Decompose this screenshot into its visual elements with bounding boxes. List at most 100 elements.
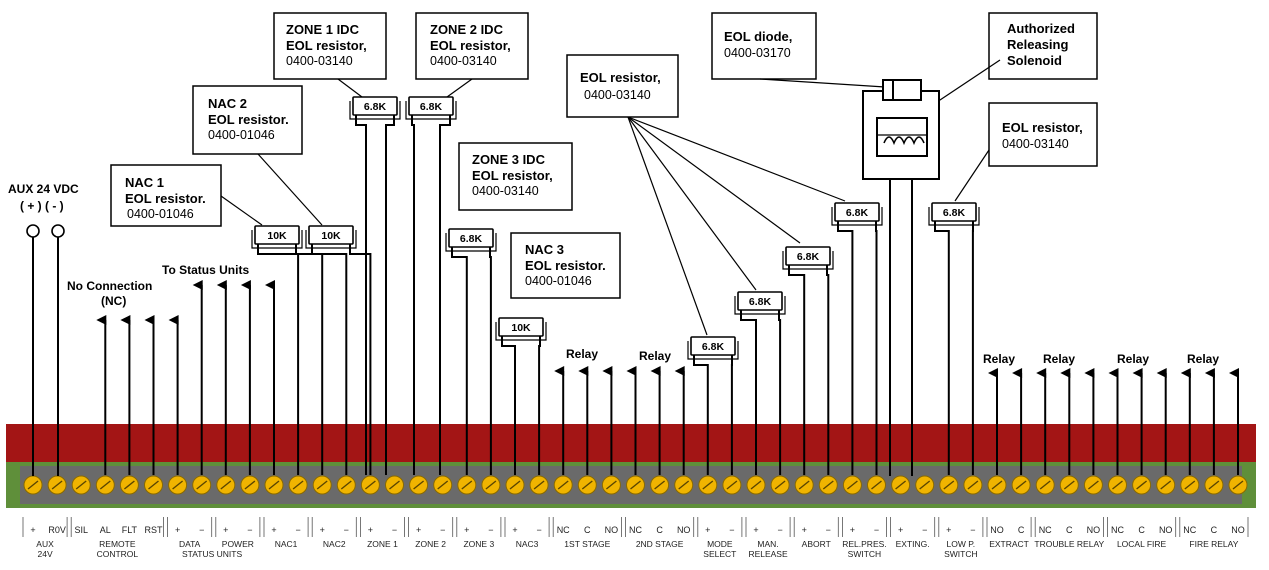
relay-label: Relay	[1043, 352, 1075, 366]
terminal-sign: +	[320, 525, 325, 535]
terminal-group-name: 24V	[37, 549, 52, 559]
terminal-group-name: MODE	[707, 539, 733, 549]
terminal-group-label: +−LOW P.SWITCH	[938, 517, 984, 559]
terminal-group-label: +−ZONE 1	[360, 517, 405, 549]
terminal-group-name: MAN.	[757, 539, 778, 549]
terminal-group-name: EXTRACT	[989, 539, 1029, 549]
terminal-sign: C	[1018, 525, 1025, 535]
resistor-nac1: 10K	[251, 225, 324, 475]
terminal-group-name: LOCAL FIRE	[1117, 539, 1167, 549]
relay-label: Relay	[566, 347, 598, 361]
svg-text:0400-03170: 0400-03170	[724, 46, 791, 60]
terminal-sign: −	[970, 525, 975, 535]
terminal-group-name: REL.PRES.	[842, 539, 886, 549]
terminal-sign: C	[1138, 525, 1145, 535]
terminal-screw	[1035, 475, 1055, 495]
svg-text:EOL resistor.: EOL resistor.	[525, 258, 606, 273]
terminal-screw	[505, 475, 525, 495]
resistor-value: 10K	[321, 230, 341, 242]
relay-label: Relay	[1187, 352, 1219, 366]
terminal-sign: −	[247, 525, 252, 535]
status-units-label: STATUS UNITS	[182, 549, 242, 559]
terminal-screw	[915, 475, 935, 495]
resistor-relpres: 6.8K	[831, 202, 883, 475]
terminal-screw	[601, 475, 621, 495]
relay-label: Relay	[639, 349, 671, 363]
terminal-sign: C	[656, 525, 663, 535]
svg-text:NAC 2: NAC 2	[208, 96, 247, 111]
resistor-zone1: 6.8K	[349, 96, 401, 475]
terminal-group-name: SWITCH	[944, 549, 978, 559]
callout-solenoid: Authorized Releasing Solenoid	[988, 12, 1098, 80]
svg-text:EOL resistor.: EOL resistor.	[125, 191, 206, 206]
terminal-group-label: +−EXTING.	[890, 517, 936, 549]
terminal-group-label: +−POWER	[215, 517, 261, 549]
terminal-sign: −	[536, 525, 541, 535]
terminal-group-name: ZONE 2	[415, 539, 446, 549]
terminal-screw	[240, 475, 260, 495]
terminal-screw	[529, 475, 549, 495]
terminal-sign: NO	[990, 525, 1004, 535]
terminal-screw	[770, 475, 790, 495]
terminal-screw	[95, 475, 115, 495]
resistor-value: 6.8K	[846, 207, 869, 219]
aux-terminals: AUX 24 VDC ( + ) ( - )	[8, 182, 79, 476]
terminal-screw	[650, 475, 670, 495]
terminal-group-name: SELECT	[703, 549, 736, 559]
resistor-man: 6.8K	[734, 291, 786, 475]
terminal-sign: NO	[1231, 525, 1245, 535]
terminal-sign: +	[512, 525, 517, 535]
terminal-screw	[577, 475, 597, 495]
terminal-group-label: +−ABORT	[793, 517, 839, 549]
terminal-screw	[264, 475, 284, 495]
terminal-sign: R0V	[48, 525, 66, 535]
no-connection-label: No Connection	[67, 279, 152, 293]
svg-text:0400-03140: 0400-03140	[430, 54, 497, 68]
terminal-sign: −	[392, 525, 397, 535]
aux-minus-post	[51, 224, 65, 238]
terminal-group-name: AUX	[36, 539, 54, 549]
terminal-sign: −	[874, 525, 879, 535]
terminal-screw	[963, 475, 983, 495]
terminal-sign: NO	[605, 525, 619, 535]
solenoid-assembly	[862, 79, 940, 476]
relay-label: Relay	[983, 352, 1015, 366]
terminal-screw	[312, 475, 332, 495]
terminal-screw	[891, 475, 911, 495]
terminal-screw	[1108, 475, 1127, 495]
terminal-sign: NC	[1039, 525, 1052, 535]
terminal-sign: +	[175, 525, 180, 535]
terminal-screw	[288, 475, 308, 495]
callout-zone1: ZONE 1 IDC EOL resistor, 0400-03140	[273, 12, 387, 80]
resistor-zone3: 6.8K	[445, 228, 497, 475]
terminal-sign: RST	[145, 525, 164, 535]
terminal-screw	[119, 475, 139, 495]
terminal-screw	[1180, 475, 1200, 495]
svg-text:0400-01046: 0400-01046	[525, 274, 592, 288]
resistor-value: 6.8K	[797, 251, 820, 263]
terminal-sign: −	[199, 525, 204, 535]
wires	[96, 280, 1239, 475]
resistor-abort: 6.8K	[782, 246, 834, 475]
terminal-group-name: NAC1	[275, 539, 298, 549]
terminal-sign: +	[753, 525, 758, 535]
svg-text:0400-03140: 0400-03140	[472, 184, 539, 198]
terminal-group-label: +−NAC2	[311, 517, 357, 549]
terminal-group-name: NAC3	[516, 539, 539, 549]
terminal-group-name: EXTING.	[896, 539, 930, 549]
terminal-group-name: ZONE 3	[463, 539, 494, 549]
callout-nac1: NAC 1 EOL resistor. 0400-01046	[110, 164, 222, 227]
terminal-screw	[1204, 475, 1224, 495]
terminal-sign: NO	[677, 525, 691, 535]
terminal-sign: +	[223, 525, 228, 535]
terminal-sign: −	[344, 525, 349, 535]
terminal-sign: −	[488, 525, 493, 535]
terminal-sign: C	[1211, 525, 1218, 535]
